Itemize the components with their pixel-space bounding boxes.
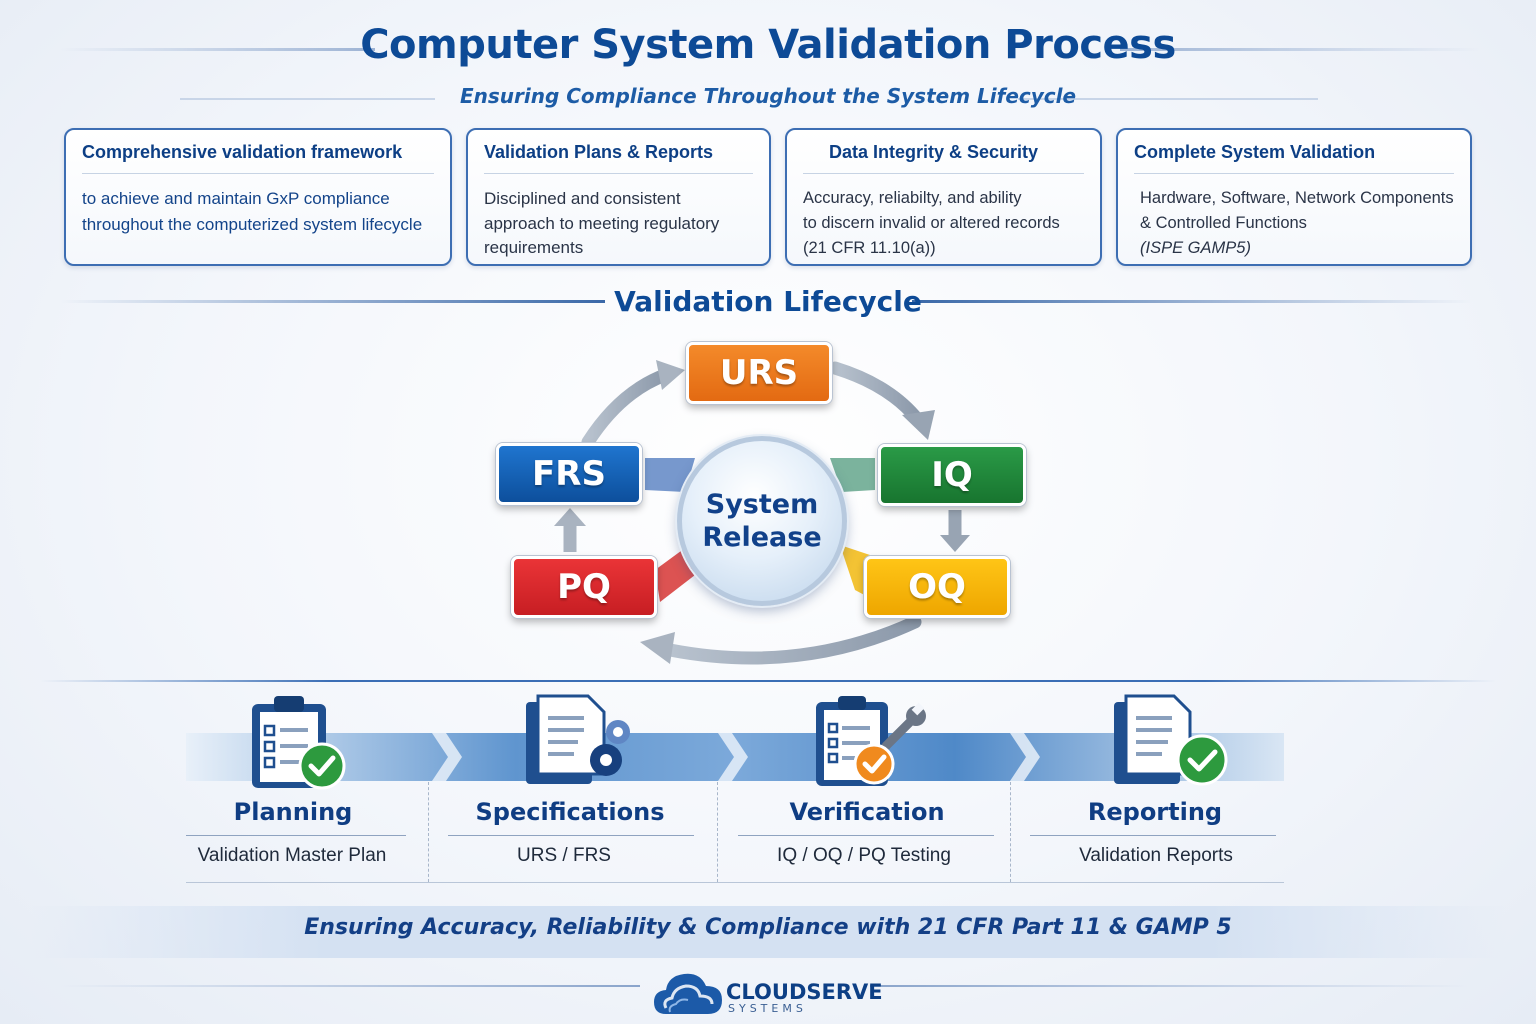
- info-card-plans-reports: Validation Plans & Reports Disciplined a…: [466, 128, 771, 266]
- card-text: Accuracy, reliabilty, and ability to dis…: [803, 186, 1084, 261]
- card-line: Hardware, Software, Network Components: [1140, 189, 1454, 207]
- lifecycle-heading: Validation Lifecycle: [614, 285, 922, 318]
- title-rule-left: [60, 48, 375, 51]
- phase-separator: [717, 782, 718, 882]
- report-check-icon: [1114, 694, 1228, 786]
- section-rule-right: [912, 300, 1472, 303]
- page-title: Computer System Validation Process: [360, 22, 1176, 68]
- section-divider: [40, 680, 1496, 682]
- phase-separator: [428, 782, 429, 882]
- phase-title-planning: Planning: [233, 798, 353, 826]
- card-line: to discern invalid or altered records: [803, 214, 1060, 232]
- phase-title-specifications: Specifications: [475, 798, 665, 826]
- arrow-urs-to-iq: [828, 361, 925, 427]
- subtitle-rule-right: [1018, 98, 1318, 100]
- arrow-head: [940, 535, 970, 552]
- phase-title-verification: Verification: [789, 798, 945, 826]
- system-release-hub: System Release: [677, 436, 847, 606]
- document-gears-icon: [526, 694, 630, 784]
- page-subtitle: Ensuring Compliance Throughout the Syste…: [459, 84, 1077, 108]
- phase-rule: [738, 835, 994, 836]
- card-title: Validation Plans & Reports: [484, 142, 753, 174]
- connector-frs: [645, 458, 695, 492]
- card-line: to achieve and maintain GxP compliance: [82, 189, 390, 208]
- arrow-head: [902, 410, 935, 440]
- chevron-right-icon: [718, 733, 748, 781]
- phase-rule: [1030, 835, 1276, 836]
- connector-iq: [830, 458, 875, 492]
- info-card-data-integrity: Data Integrity & Security Accuracy, reli…: [785, 128, 1102, 266]
- stage-pq: PQ: [511, 556, 657, 618]
- card-line: (21 CFR 11.10(a)): [803, 239, 936, 257]
- card-line: approach to meeting regulatory: [484, 214, 720, 233]
- footer-band: [30, 906, 1506, 958]
- logo-rule-left: [60, 985, 640, 987]
- arrow-head: [656, 360, 685, 390]
- phase-separator: [1010, 782, 1011, 882]
- card-title: Data Integrity & Security: [803, 142, 1084, 174]
- phase-title-reporting: Reporting: [1087, 798, 1223, 826]
- card-line: Accuracy, reliabilty, and ability: [803, 189, 1022, 207]
- card-text: Disciplined and consistent approach to m…: [484, 186, 753, 261]
- info-card-framework: Comprehensive validation framework to ac…: [64, 128, 452, 266]
- card-line: (ISPE GAMP5): [1140, 239, 1251, 257]
- stage-iq: IQ: [878, 444, 1026, 506]
- clipboard-wrench-icon: [816, 696, 926, 786]
- logo-rule-right: [870, 985, 1470, 987]
- phase-subtitle-reporting: Validation Reports: [1079, 845, 1233, 866]
- card-title: Comprehensive validation framework: [82, 142, 434, 174]
- footer-tagline: Ensuring Accuracy, Reliability & Complia…: [304, 915, 1232, 940]
- subtitle-rule-left: [180, 98, 435, 100]
- card-text: Hardware, Software, Network Components &…: [1134, 186, 1454, 261]
- lifecycle-arrows: [554, 360, 970, 665]
- arrow-head: [640, 632, 675, 664]
- arrow-head: [554, 508, 586, 526]
- phase-subtitle-planning: Validation Master Plan: [197, 845, 387, 866]
- phase-subtitle-specifications: URS / FRS: [517, 845, 611, 866]
- info-card-system-validation: Complete System Validation Hardware, Sof…: [1116, 128, 1472, 266]
- arrow-frs-to-urs: [581, 368, 672, 449]
- phase-base-rule: [186, 882, 1284, 883]
- phase-rule: [186, 835, 406, 836]
- cloud-logo-icon: [654, 973, 722, 1014]
- connector-pq: [655, 548, 695, 602]
- hub-line-1: System: [705, 489, 819, 520]
- card-title: Complete System Validation: [1134, 142, 1454, 174]
- card-line: Disciplined and consistent: [484, 189, 681, 208]
- chevron-right-icon: [1010, 733, 1040, 781]
- card-line: throughout the computerized system lifec…: [82, 215, 423, 234]
- hub-line-2: Release: [702, 522, 822, 553]
- phase-rule: [448, 835, 694, 836]
- clipboard-checklist-icon: [252, 696, 346, 790]
- card-line: requirements: [484, 238, 584, 257]
- stage-frs: FRS: [496, 443, 642, 505]
- section-rule-left: [60, 300, 605, 303]
- phase-subtitle-verification: IQ / OQ / PQ Testing: [777, 845, 951, 866]
- stage-urs: URS: [686, 342, 832, 404]
- stage-oq: OQ: [864, 556, 1010, 618]
- card-text: to achieve and maintain GxP compliance t…: [82, 186, 434, 238]
- connector-oq: [840, 545, 870, 598]
- chevron-right-icon: [432, 733, 462, 781]
- arrow-oq-to-pq: [663, 615, 922, 665]
- card-line: & Controlled Functions: [1140, 214, 1307, 232]
- logo-tagline: SYSTEMS: [728, 1002, 807, 1015]
- logo-wordmark: CLOUDSERVE: [726, 980, 883, 1004]
